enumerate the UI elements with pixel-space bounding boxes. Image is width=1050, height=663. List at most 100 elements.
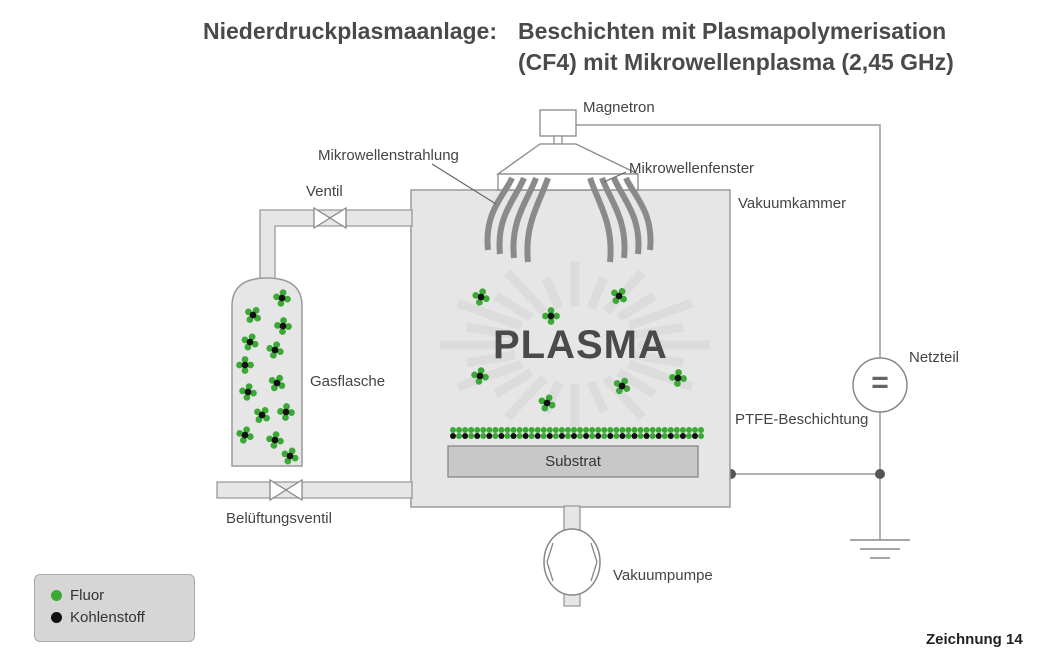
cf4-molecule bbox=[471, 367, 489, 385]
ptfe-kohlenstoff-atom bbox=[522, 433, 529, 439]
fluor-atom bbox=[542, 312, 549, 320]
ptfe-kohlenstoff-atom bbox=[631, 433, 638, 439]
label-mikrowellenstrahlung: Mikrowellenstrahlung bbox=[318, 147, 459, 164]
ptfe-kohlenstoff-atom bbox=[450, 433, 456, 439]
fluor-atom bbox=[276, 437, 284, 445]
legend-label-kohlenstoff: Kohlenstoff bbox=[70, 609, 145, 626]
ptfe-fluor-atom bbox=[522, 427, 529, 433]
kohlenstoff-atom bbox=[273, 379, 281, 387]
fluor-atom bbox=[247, 361, 254, 369]
fluor-atom bbox=[272, 431, 280, 439]
ptfe-fluor-atom bbox=[540, 433, 547, 439]
fluor-atom bbox=[277, 299, 285, 307]
ptfe-fluor-atom bbox=[571, 427, 577, 433]
fluor-atom bbox=[553, 312, 560, 320]
fluor-atom bbox=[239, 387, 247, 395]
ptfe-fluor-atom bbox=[577, 433, 584, 439]
fluor-atom bbox=[269, 351, 277, 359]
fluor-atom bbox=[280, 317, 287, 324]
plasma-ray bbox=[504, 375, 548, 421]
fluor-atom bbox=[276, 348, 284, 356]
fluor-atom bbox=[547, 318, 555, 325]
plasma-ray bbox=[602, 375, 646, 421]
plasma-ray bbox=[634, 322, 684, 340]
fluor-atom bbox=[471, 371, 479, 379]
fluor-atom bbox=[279, 289, 287, 297]
ptfe-fluor-atom bbox=[661, 433, 668, 439]
cf4-molecule bbox=[472, 288, 490, 306]
ptfe-fluor-atom bbox=[637, 433, 644, 439]
plasma-ray bbox=[586, 380, 609, 414]
ptfe-fluor-atom bbox=[468, 427, 475, 433]
ptfe-fluor-atom bbox=[637, 427, 644, 433]
kohlenstoff-atom bbox=[286, 452, 294, 460]
wire-node-netzteil bbox=[875, 469, 885, 479]
kohlenstoff-atom bbox=[271, 436, 279, 444]
ptfe-kohlenstoff-atom bbox=[692, 433, 698, 439]
ptfe-fluor-atom bbox=[595, 427, 602, 433]
plasma-ray bbox=[541, 380, 564, 414]
plasma-ray bbox=[541, 276, 564, 310]
kohlenstoff-dot-icon bbox=[51, 612, 62, 623]
ptfe-fluor-atom bbox=[589, 427, 596, 433]
kohlenstoff-atom bbox=[249, 311, 257, 319]
fluor-atom bbox=[475, 298, 483, 306]
fluor-atom bbox=[680, 375, 687, 382]
ptfe-fluor-atom bbox=[468, 433, 475, 439]
plasma-ray bbox=[493, 292, 534, 322]
plasma-ray bbox=[466, 350, 516, 368]
ptfe-kohlenstoff-atom bbox=[583, 433, 590, 439]
plasma-ray bbox=[616, 368, 657, 398]
label-ptfe-beschichtung: PTFE-Beschichtung bbox=[735, 411, 869, 428]
fluor-atom bbox=[472, 291, 480, 299]
ptfe-kohlenstoff-atom bbox=[486, 433, 493, 439]
ptfe-fluor-atom bbox=[462, 427, 469, 433]
fluor-atom bbox=[249, 389, 257, 397]
ptfe-kohlenstoff-atom bbox=[474, 433, 481, 439]
plasma-ray bbox=[466, 322, 516, 340]
ventil-symbol bbox=[313, 206, 347, 230]
ptfe-kohlenstoff-atom bbox=[498, 433, 505, 439]
ptfe-kohlenstoff-atom bbox=[462, 433, 469, 439]
label-vakuumkammer: Vakuumkammer bbox=[738, 195, 847, 212]
ptfe-kohlenstoff-atom bbox=[679, 433, 686, 439]
ptfe-fluor-atom bbox=[516, 433, 523, 439]
cf4-molecule bbox=[274, 317, 292, 335]
ptfe-fluor-atom bbox=[564, 427, 571, 433]
ptfe-fluor-atom bbox=[655, 427, 662, 433]
plasma-ray bbox=[586, 276, 609, 310]
ptfe-fluor-atom bbox=[673, 427, 680, 433]
cf4-molecule bbox=[245, 307, 261, 323]
substrat-plate bbox=[447, 445, 699, 478]
magnetron-connector bbox=[553, 135, 563, 145]
legend: Fluor Kohlenstoff bbox=[34, 574, 195, 642]
ptfe-fluor-atom bbox=[601, 433, 608, 439]
fluor-atom bbox=[274, 322, 281, 329]
fluor-atom bbox=[675, 369, 682, 376]
title-line2: (CF4) mit Mikrowellenplasma (2,45 GHz) bbox=[518, 49, 954, 75]
mikrowellenstrahlung-bands bbox=[484, 176, 654, 263]
fluor-atom bbox=[547, 307, 555, 314]
fluor-atom bbox=[674, 380, 681, 387]
kohlenstoff-atom bbox=[246, 338, 254, 346]
ptfe-fluor-atom bbox=[528, 427, 535, 433]
ptfe-fluor-atom bbox=[492, 433, 499, 439]
legend-item-kohlenstoff: Kohlenstoff bbox=[51, 609, 145, 626]
kohlenstoff-atom bbox=[476, 372, 484, 380]
ptfe-fluor-atom bbox=[456, 427, 463, 433]
fluor-atom bbox=[479, 288, 487, 296]
label-mikrowellenfenster: Mikrowellenfenster bbox=[629, 160, 755, 177]
ptfe-fluor-atom bbox=[583, 427, 590, 433]
ptfe-fluor-atom bbox=[450, 427, 456, 433]
label-netzteil: Netzteil bbox=[909, 349, 960, 366]
label-gasflasche: Gasflasche bbox=[310, 373, 386, 390]
fluor-atom bbox=[279, 328, 286, 335]
ptfe-fluor-atom bbox=[552, 427, 559, 433]
kohlenstoff-atom bbox=[241, 431, 249, 439]
netzteil-symbol bbox=[852, 357, 908, 413]
kohlenstoff-atom bbox=[279, 322, 287, 330]
fluor-atom bbox=[241, 356, 249, 363]
ptfe-fluor-atom bbox=[649, 427, 656, 433]
title-prefix: Niederdruckplasmaanlage: bbox=[203, 18, 498, 44]
kohlenstoff-atom bbox=[244, 388, 252, 396]
